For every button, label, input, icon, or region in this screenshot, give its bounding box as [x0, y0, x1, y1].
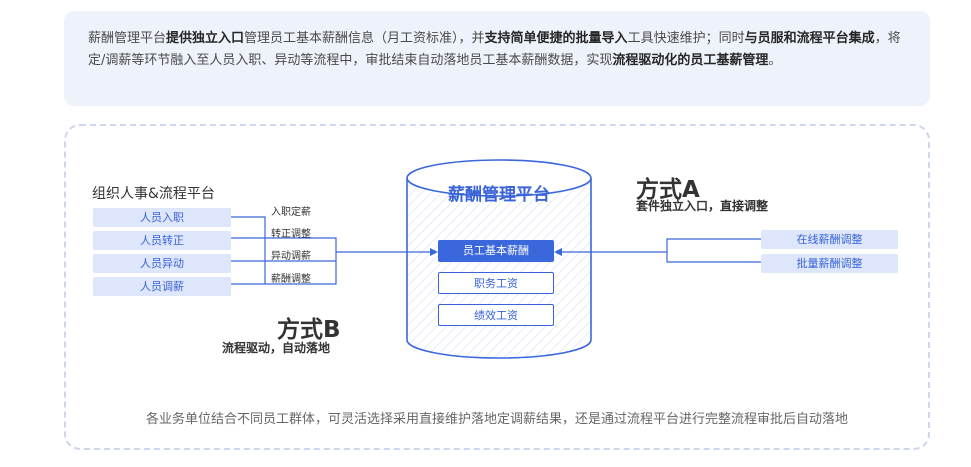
database-cylinder-body — [406, 178, 592, 359]
intro-text: 工具快速维护；同时 — [627, 31, 745, 46]
method-a-title: 方式A — [636, 177, 700, 203]
left-item-regularization[interactable]: 人员转正 — [93, 231, 231, 250]
left-item-transfer[interactable]: 人员异动 — [93, 254, 231, 273]
batch-salary-adjust-button[interactable]: 批量薪酬调整 — [761, 254, 898, 273]
intro-text: 薪酬管理平台 — [88, 31, 167, 46]
method-a-subtitle: 套件独立入口，直接调整 — [636, 199, 769, 213]
footnote: 各业务单位结合不同员工群体，可灵活选择采用直接维护落地定调薪结果，还是通过流程平… — [145, 412, 848, 427]
performance-salary-button[interactable]: 绩效工资 — [438, 304, 554, 326]
right-flow-bracket — [561, 238, 761, 263]
arrow-right-icon — [430, 248, 438, 256]
arrow-left-icon — [554, 248, 562, 256]
left-flow-bracket — [231, 216, 432, 285]
intro-highlight: 与员服和流程平台集成 — [744, 31, 875, 46]
intro-box: 薪酬管理平台提供独立入口管理员工基本薪酬信息（月工资标准），并支持简单便捷的批量… — [64, 11, 930, 106]
intro-text: 。 — [768, 53, 782, 68]
intro-highlight: 流程驱动化的员工基薪管理 — [612, 53, 769, 68]
flow-label-onboarding-salary: 入职定薪 — [271, 207, 311, 218]
flow-label-salary-adjust: 薪酬调整 — [271, 274, 311, 285]
left-item-salary-adjust[interactable]: 人员调薪 — [93, 277, 231, 296]
intro-highlight: 提供独立入口 — [166, 31, 245, 46]
method-b-title: 方式B — [277, 317, 341, 343]
intro-text: 管理员工基本薪酬信息（月工资标准），并 — [244, 31, 485, 46]
database-cylinder-top — [406, 159, 592, 197]
intro-text: ，将定/调薪等环节融入至人员入职、异动等流程中，审批结束自动落地员工基本薪酬数据… — [88, 31, 901, 68]
base-salary-button[interactable]: 员工基本薪酬 — [438, 240, 554, 262]
intro-highlight: 支持简单便捷的批量导入 — [484, 31, 628, 46]
database-title: 薪酬管理平台 — [448, 185, 550, 205]
diagram-panel — [64, 124, 930, 450]
method-b-subtitle: 流程驱动，自动落地 — [222, 341, 331, 355]
online-salary-adjust-button[interactable]: 在线薪酬调整 — [761, 230, 898, 249]
left-item-onboarding[interactable]: 人员入职 — [93, 208, 231, 227]
flow-label-transfer-adjust: 异动调薪 — [271, 251, 311, 262]
left-group-title: 组织人事&流程平台 — [92, 186, 215, 202]
position-salary-button[interactable]: 职务工资 — [438, 272, 554, 294]
flow-label-regularization-adjust: 转正调整 — [271, 229, 311, 240]
